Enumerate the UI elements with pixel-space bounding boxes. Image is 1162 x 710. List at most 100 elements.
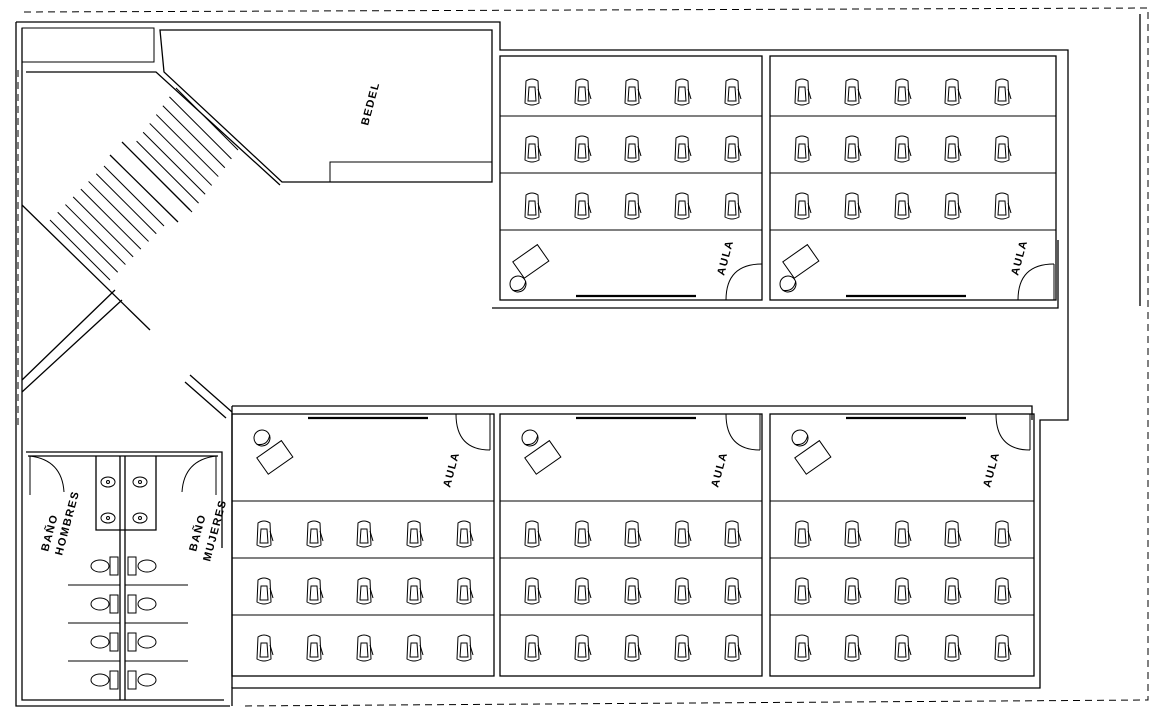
student-chair: [674, 135, 692, 163]
sink: [132, 512, 148, 524]
teacher-desk: [794, 439, 832, 475]
student-chair: [724, 520, 742, 548]
student-chair: [306, 577, 324, 605]
teacher-desk: [256, 439, 294, 475]
student-chair: [944, 634, 962, 662]
classroom-bottom-left: AULA: [231, 413, 495, 677]
student-chair: [794, 520, 812, 548]
student-chair: [844, 520, 862, 548]
toilet: [90, 556, 119, 576]
student-chair: [624, 520, 642, 548]
student-chair: [524, 577, 542, 605]
student-chair: [574, 135, 592, 163]
student-chair: [624, 192, 642, 220]
toilet: [127, 670, 157, 690]
student-chair: [406, 520, 424, 548]
teacher-chair: [253, 429, 271, 447]
student-chair: [794, 192, 812, 220]
student-chair: [844, 135, 862, 163]
stair-tread: [142, 131, 206, 195]
sink: [100, 512, 116, 524]
student-chair: [994, 634, 1012, 662]
student-chair: [944, 78, 962, 106]
teacher-desk: [782, 243, 820, 279]
student-chair: [724, 577, 742, 605]
student-chair: [944, 577, 962, 605]
student-chair: [944, 135, 962, 163]
student-chair: [994, 520, 1012, 548]
aula-label: AULA: [441, 450, 462, 488]
student-chair: [724, 634, 742, 662]
toilet: [90, 670, 119, 690]
teacher-chair: [509, 275, 527, 293]
student-chair: [524, 634, 542, 662]
student-chair: [456, 520, 474, 548]
stair-tread: [65, 204, 126, 265]
student-chair: [894, 577, 912, 605]
stair-tread: [103, 165, 165, 227]
student-chair: [674, 634, 692, 662]
teacher-desk: [524, 439, 562, 475]
student-chair: [624, 577, 642, 605]
sink: [100, 476, 116, 488]
teacher-chair: [779, 275, 797, 293]
student-chair: [944, 192, 962, 220]
student-chair: [794, 577, 812, 605]
student-chair: [844, 192, 862, 220]
student-chair: [794, 634, 812, 662]
classroom-top-left: AULA: [499, 55, 763, 301]
student-chair: [456, 577, 474, 605]
door: [1017, 263, 1055, 301]
student-chair: [844, 78, 862, 106]
door: [725, 413, 761, 451]
teacher-desk: [512, 243, 550, 279]
stair-tread: [169, 96, 232, 160]
student-chair: [524, 192, 542, 220]
student-chair: [524, 520, 542, 548]
bathrooms: BAÑO HOMBRES BAÑO MUJERES: [26, 451, 229, 700]
student-chair: [944, 520, 962, 548]
student-chair: [724, 192, 742, 220]
student-chair: [894, 520, 912, 548]
student-chair: [524, 78, 542, 106]
student-chair: [674, 192, 692, 220]
student-chair: [994, 78, 1012, 106]
student-chair: [894, 634, 912, 662]
aula-label: AULA: [1009, 238, 1030, 276]
student-chair: [844, 634, 862, 662]
student-chair: [894, 135, 912, 163]
toilet: [127, 632, 157, 652]
student-chair: [894, 78, 912, 106]
bedel-label: BEDEL: [359, 80, 382, 126]
door: [455, 413, 491, 451]
student-chair: [724, 78, 742, 106]
student-chair: [674, 78, 692, 106]
stair-tread: [129, 149, 193, 213]
student-chair: [994, 192, 1012, 220]
student-chair: [574, 78, 592, 106]
student-chair: [456, 634, 474, 662]
teacher-chair: [791, 429, 809, 447]
toilet: [127, 594, 157, 614]
student-chair: [306, 520, 324, 548]
student-chair: [674, 577, 692, 605]
stair-tread: [88, 181, 149, 242]
stair-tread: [162, 105, 226, 169]
student-chair: [574, 577, 592, 605]
stair-tread: [149, 123, 213, 186]
student-chair: [624, 634, 642, 662]
classroom-bottom-middle: AULA: [499, 413, 763, 677]
aula-label: AULA: [709, 450, 730, 488]
student-chair: [356, 520, 374, 548]
toilet: [90, 632, 119, 652]
door: [995, 413, 1031, 451]
student-chair: [624, 78, 642, 106]
toilet: [127, 556, 157, 576]
student-chair: [256, 577, 274, 605]
site-boundary: [17, 7, 1149, 707]
student-chair: [524, 135, 542, 163]
student-chair: [574, 192, 592, 220]
student-chair: [256, 634, 274, 662]
student-chair: [894, 192, 912, 220]
